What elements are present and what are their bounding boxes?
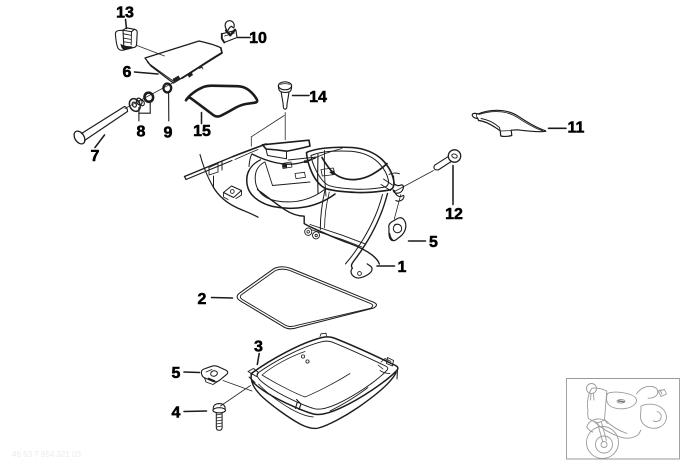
- svg-text:5: 5: [429, 234, 438, 251]
- svg-text:2: 2: [198, 291, 207, 308]
- svg-text:4: 4: [172, 405, 181, 422]
- svg-text:12: 12: [445, 206, 463, 223]
- svg-text:5: 5: [172, 365, 181, 382]
- svg-text:15: 15: [193, 123, 211, 140]
- svg-text:1: 1: [398, 259, 407, 276]
- svg-text:10: 10: [249, 30, 267, 47]
- svg-text:11: 11: [568, 119, 585, 136]
- svg-text:9: 9: [164, 125, 173, 142]
- svg-text:13: 13: [116, 5, 134, 22]
- svg-text:14: 14: [309, 89, 327, 106]
- svg-text:7: 7: [91, 148, 100, 165]
- svg-text:46 63 7 654 321 03: 46 63 7 654 321 03: [12, 450, 82, 459]
- svg-text:6: 6: [123, 64, 132, 81]
- svg-text:8: 8: [137, 124, 146, 141]
- svg-text:3: 3: [254, 338, 263, 355]
